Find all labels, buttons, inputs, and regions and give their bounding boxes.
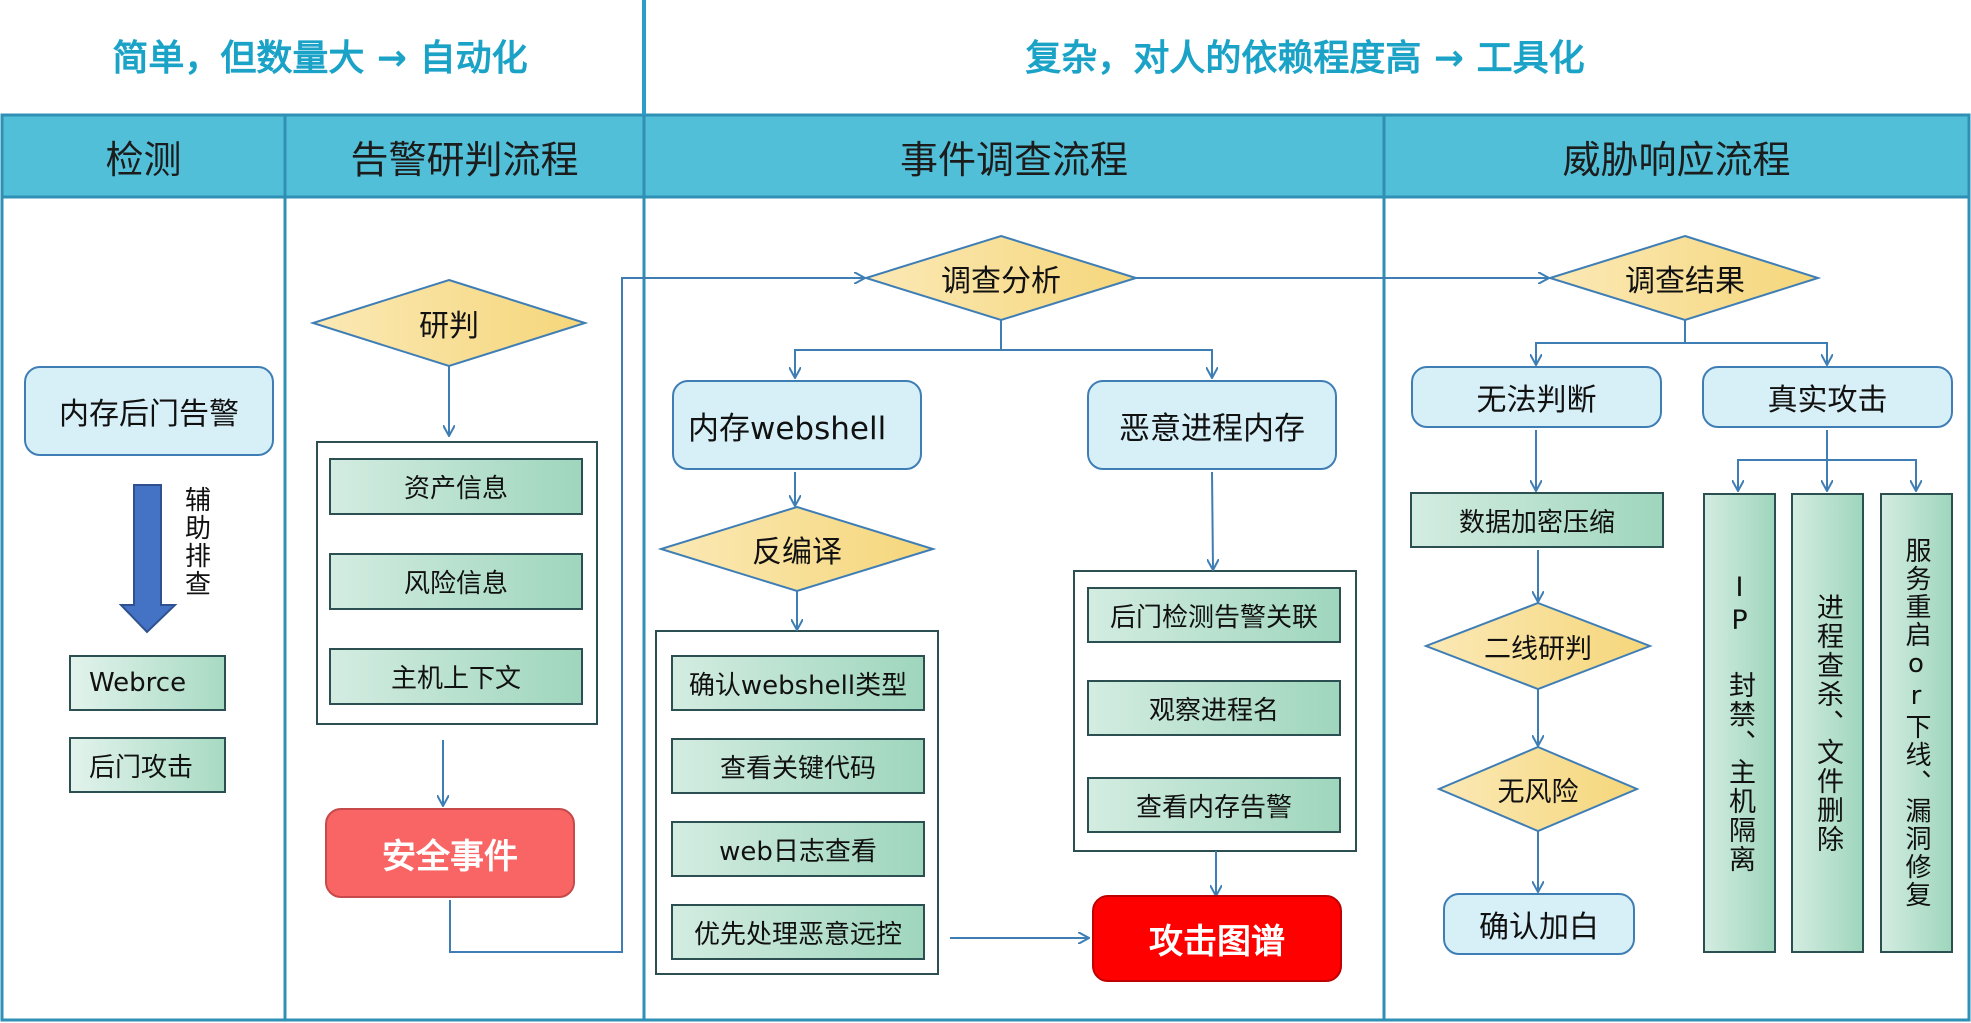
decision-no-risk-label: 无风险 xyxy=(1497,776,1579,808)
triage-item-asset-info: 资产信息 xyxy=(329,458,583,515)
triage-item-risk-info: 风险信息 xyxy=(329,553,583,610)
lane-header-response: 威胁响应流程 xyxy=(1562,137,1791,182)
triage-info-group xyxy=(316,441,598,725)
lane-header-investigate: 事件调查流程 xyxy=(899,137,1128,182)
decision-decompile-label: 反编译 xyxy=(752,535,842,570)
decision-second-line-label: 二线研判 xyxy=(1484,633,1592,665)
assist-investigation-label: 辅助排查 xyxy=(180,486,211,598)
memory-webshell: 内存webshell xyxy=(672,380,922,470)
security-event: 安全事件 xyxy=(325,808,575,898)
unable-to-judge: 无法判断 xyxy=(1411,366,1662,428)
webshell-step-confirm-type: 确认webshell类型 xyxy=(671,655,925,711)
lane-header-triage: 告警研判流程 xyxy=(350,137,579,182)
data-encrypt-compress: 数据加密压缩 xyxy=(1410,492,1664,548)
banner-tooling: 复杂，对人的依赖程度高 → 工具化 xyxy=(1025,38,1585,79)
action-kill-process-delete-file: 进程查杀、文件删除 xyxy=(1791,493,1864,953)
decision-investigate-label: 调查分析 xyxy=(941,264,1061,299)
confirm-whitelist: 确认加白 xyxy=(1443,893,1635,955)
assist-down-arrow-icon xyxy=(118,484,178,634)
webshell-step-key-code: 查看关键代码 xyxy=(671,738,925,794)
memory-backdoor-alert: 内存后门告警 xyxy=(24,366,274,456)
real-attack: 真实攻击 xyxy=(1702,366,1953,428)
malicious-process-memory: 恶意进程内存 xyxy=(1087,380,1337,470)
webshell-step-web-log: web日志查看 xyxy=(671,821,925,877)
detect-item-backdoor-attack: 后门攻击 xyxy=(69,737,226,793)
action-ip-block-host-isolate: IP 封禁、主机隔离 xyxy=(1703,493,1776,953)
webshell-step-malicious-remote: 优先处理恶意远控 xyxy=(671,904,925,960)
detect-item-webrce: Webrce xyxy=(69,655,226,711)
process-step-backdoor-correlation: 后门检测告警关联 xyxy=(1087,587,1341,643)
action-restart-offline-patch: 服务重启or下线、漏洞修复 xyxy=(1880,493,1953,953)
process-step-memory-alert: 查看内存告警 xyxy=(1087,777,1341,833)
process-step-process-name: 观察进程名 xyxy=(1087,680,1341,736)
banner-automation: 简单，但数量大 → 自动化 xyxy=(112,38,528,79)
decision-triage-label: 研判 xyxy=(419,309,479,344)
lane-header-bar xyxy=(0,113,1971,199)
attack-graph: 攻击图谱 xyxy=(1092,895,1342,982)
webshell-steps-group xyxy=(655,630,939,975)
connectors xyxy=(443,278,1916,953)
lane-body-frame xyxy=(0,195,1971,1022)
lane-header-detect: 检测 xyxy=(105,137,182,182)
triage-item-host-context: 主机上下文 xyxy=(329,648,583,705)
decision-investigation-result-label: 调查结果 xyxy=(1625,264,1745,299)
